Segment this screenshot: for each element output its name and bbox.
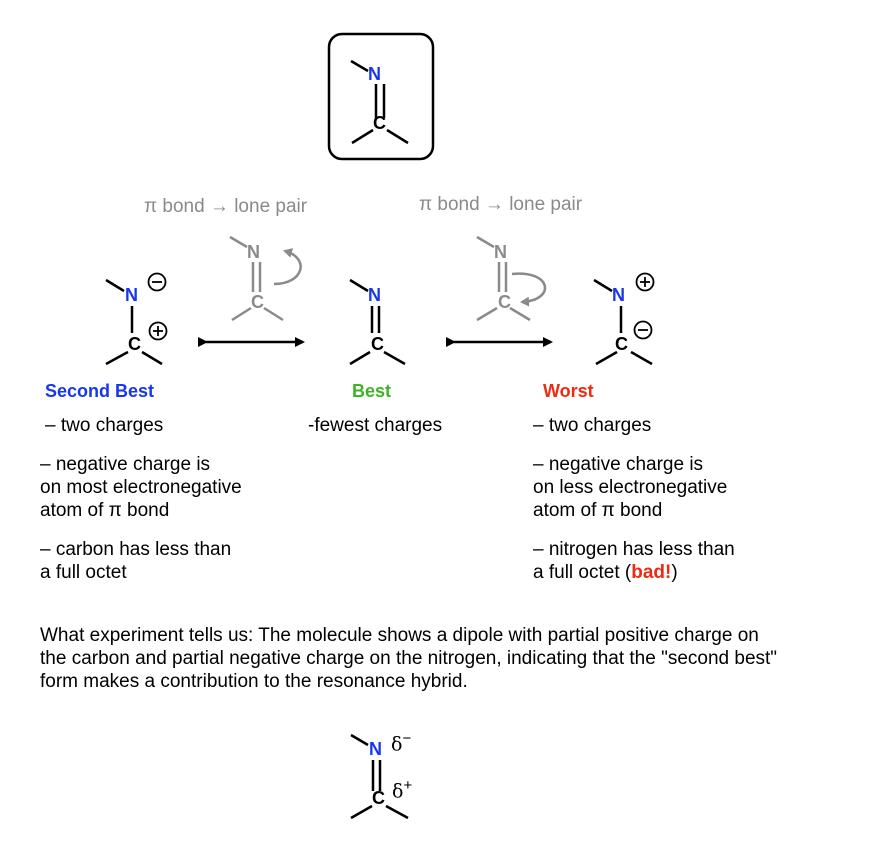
note-line: – nitrogen has less than: [533, 539, 735, 560]
note-line-bad: a full octet (bad!): [533, 562, 678, 583]
carbon-atom: C: [371, 334, 384, 354]
right-curved-arrow: [511, 272, 547, 307]
nitrogen-atom: N: [368, 64, 381, 84]
right-pushing-bonds: [476, 235, 531, 322]
worst-bonds: [593, 278, 653, 366]
nitrogen-atom-gray: N: [494, 242, 507, 262]
note-line: – two charges: [45, 415, 164, 436]
negative-charge-circle: [633, 320, 653, 340]
note-line: – carbon has less than: [40, 539, 232, 560]
pushing-label-left: π bond → lone pair: [144, 196, 308, 217]
note-line: a full octet: [40, 562, 127, 583]
pushing-label-right: π bond → lone pair: [419, 194, 583, 215]
note-line: on less electronegative: [533, 477, 728, 498]
note-line: on most electronegative: [40, 477, 242, 498]
negative-charge-circle: [147, 272, 167, 292]
carbon-atom: C: [615, 334, 628, 354]
carbon-atom: C: [372, 788, 385, 808]
best-title: Best: [352, 381, 392, 401]
imine-box: [327, 32, 435, 161]
carbon-atom: C: [373, 113, 386, 133]
note-line: -fewest charges: [308, 415, 443, 436]
hybrid-bonds: [350, 733, 409, 820]
carbon-atom: C: [128, 334, 141, 354]
positive-charge-circle: [148, 321, 168, 341]
bad-emphasis: bad!: [631, 562, 672, 583]
nitrogen-atom: N: [369, 739, 382, 759]
experiment-line: What experiment tells us: The molecule s…: [40, 625, 759, 646]
worst-title: Worst: [543, 381, 594, 401]
nitrogen-atom-gray: N: [247, 242, 260, 262]
second-best-bonds: [105, 278, 163, 366]
note-line: – negative charge is: [40, 454, 211, 475]
experiment-line: form makes a contribution to the resonan…: [40, 671, 468, 692]
note-line: atom of π bond: [40, 500, 170, 521]
nitrogen-atom: N: [125, 285, 138, 305]
positive-charge-circle: [635, 272, 655, 292]
best-bonds: [349, 278, 406, 366]
boxed-imine-bonds: [350, 59, 409, 145]
note-line: atom of π bond: [533, 500, 663, 521]
note-line: – two charges: [533, 415, 652, 436]
nitrogen-atom: N: [368, 285, 381, 305]
carbon-atom-gray: C: [251, 292, 264, 312]
partial-negative-charge: δ−: [391, 730, 412, 756]
experiment-line: the carbon and partial negative charge o…: [40, 648, 778, 669]
left-curved-arrow: [273, 248, 302, 286]
second-best-title: Second Best: [45, 381, 155, 401]
partial-positive-charge: δ+: [392, 777, 413, 803]
nitrogen-atom: N: [612, 285, 625, 305]
carbon-atom-gray: C: [498, 292, 511, 312]
left-pushing-bonds: [229, 235, 284, 322]
note-line: – negative charge is: [533, 454, 704, 475]
